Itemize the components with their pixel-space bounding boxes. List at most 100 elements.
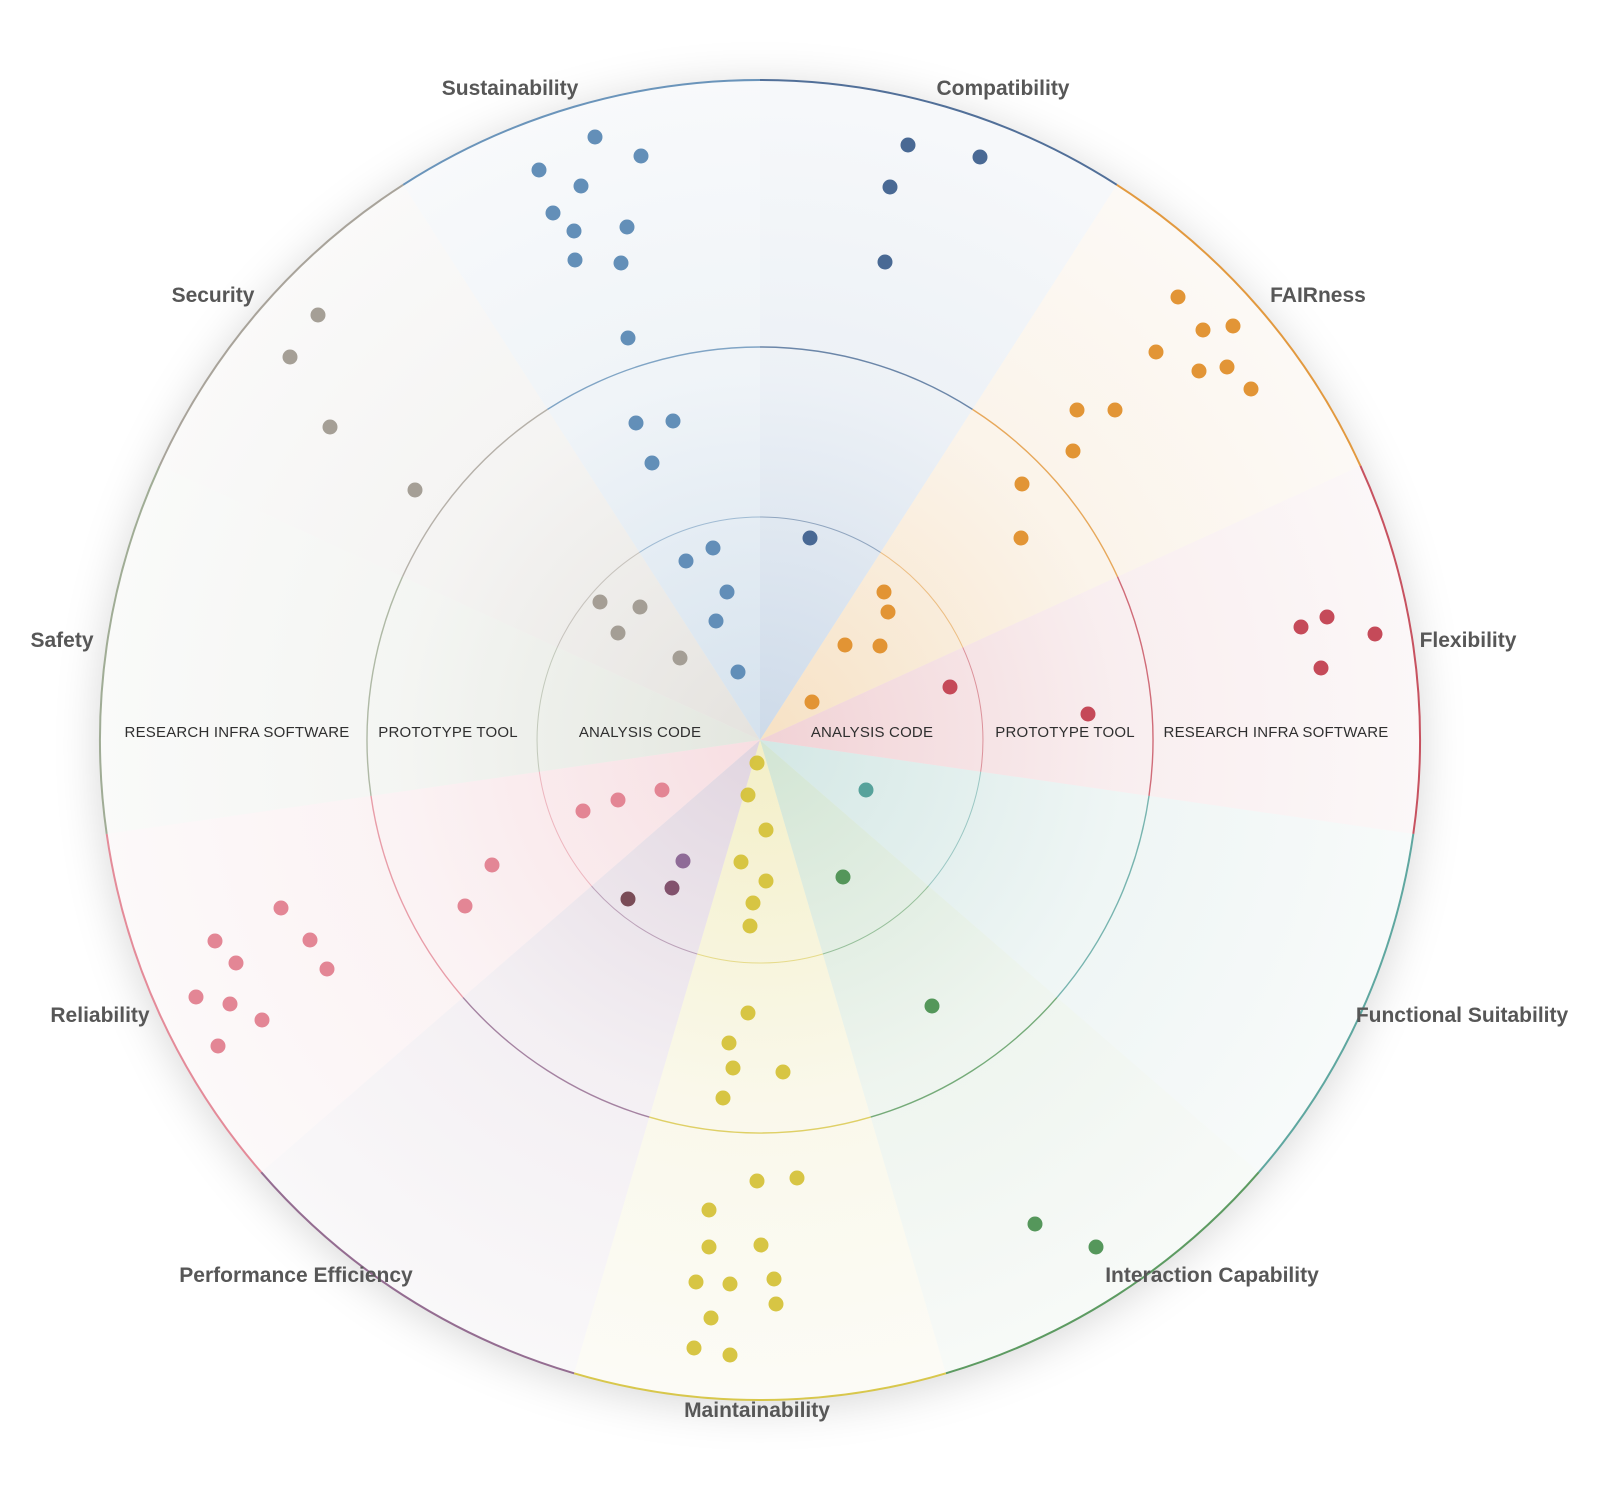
data-point-fairness [1219, 359, 1235, 375]
sector-label-safety: Safety [30, 629, 93, 652]
ring-arc-analysis-code-safety [536, 647, 558, 772]
data-point-flexibility [1367, 626, 1383, 642]
data-point-fairness [872, 638, 888, 654]
data-point-maintainability [721, 1035, 737, 1051]
data-point-interaction-capability [835, 869, 851, 885]
sector-label-fairness: FAIRness [1270, 284, 1366, 307]
sector-label-compatibility: Compatibility [936, 77, 1069, 100]
data-point-security [407, 482, 423, 498]
sector-label-functional-suitability: Functional Suitability [1356, 1004, 1569, 1027]
ring-arc-prototype-tool-flexibility [1116, 576, 1154, 796]
data-point-sustainability [587, 129, 603, 145]
data-point-reliability [610, 792, 626, 808]
sector-label-interaction-capability: Interaction Capability [1105, 1264, 1319, 1287]
ring-arc-analysis-code-functional-suitability [928, 771, 982, 887]
data-point-fairness [1170, 289, 1186, 305]
ring-arc-analysis-code-reliability [538, 771, 592, 887]
data-point-flexibility [1293, 619, 1309, 635]
data-point-fairness [1195, 322, 1211, 338]
data-point-security [632, 599, 648, 615]
data-point-reliability [222, 996, 238, 1012]
data-point-maintainability [749, 755, 765, 771]
ring-arc-analysis-code-maintainability [697, 953, 823, 964]
data-point-flexibility [1319, 609, 1335, 625]
data-point-maintainability [742, 918, 758, 934]
data-point-maintainability [789, 1170, 805, 1186]
sector-wedge-reliability [106, 740, 760, 1173]
data-point-maintainability [688, 1274, 704, 1290]
data-point-maintainability [745, 895, 761, 911]
sector-label-flexibility: Flexibility [1420, 629, 1517, 652]
data-point-fairness [1069, 402, 1085, 418]
sector-wedge-fairness [760, 184, 1361, 741]
data-point-reliability [273, 900, 289, 916]
ring-arc-analysis-code-fairness [880, 551, 964, 648]
ring-arc-prototype-tool-sustainability [547, 346, 761, 410]
data-point-security [592, 594, 608, 610]
data-point-reliability [654, 782, 670, 798]
ring-axis-label-right-analysis-code-0: ANALYSIS CODE [811, 724, 933, 741]
data-point-flexibility [1080, 706, 1096, 722]
data-point-maintainability [758, 873, 774, 889]
data-point-sustainability [633, 148, 649, 164]
data-point-fairness [1191, 363, 1207, 379]
data-point-compatibility [900, 137, 916, 153]
data-point-reliability [228, 955, 244, 971]
data-point-compatibility [972, 149, 988, 165]
ring-arc-prototype-tool-security [401, 408, 548, 577]
data-point-sustainability [628, 415, 644, 431]
data-point-compatibility [802, 530, 818, 546]
ring-arc-analysis-code-sustainability [639, 516, 761, 553]
data-point-reliability [484, 857, 500, 873]
data-point-security [672, 650, 688, 666]
sector-label-performance-efficiency: Performance Efficiency [179, 1264, 413, 1287]
data-point-sustainability [665, 413, 681, 429]
data-point-reliability [254, 1012, 270, 1028]
ring-arc-analysis-code-interaction-capability [822, 885, 929, 955]
data-point-interaction-capability [1027, 1216, 1043, 1232]
sector-wedge-interaction-capability [760, 740, 1259, 1374]
ring-arc-prototype-tool-safety [366, 576, 404, 796]
data-point-security [610, 625, 626, 641]
ring-arc-research-infra-software-maintainability [573, 1372, 947, 1402]
ring-arc-analysis-code-flexibility [962, 647, 984, 772]
data-point-maintainability [733, 854, 749, 870]
ring-arc-prototype-tool-performance-efficiency [462, 996, 650, 1118]
ring-arc-analysis-code-security [556, 551, 640, 648]
sector-label-security: Security [172, 284, 255, 307]
data-point-maintainability [740, 1005, 756, 1021]
data-point-performance-efficiency [664, 880, 680, 896]
sector-wedge-safety [99, 465, 761, 834]
data-point-performance-efficiency [620, 891, 636, 907]
data-point-maintainability [701, 1202, 717, 1218]
data-point-fairness [1225, 318, 1241, 334]
data-point-sustainability [644, 455, 660, 471]
data-point-sustainability [708, 613, 724, 629]
ring-arc-research-infra-software-functional-suitability [1258, 833, 1415, 1173]
ring-arc-research-infra-software-compatibility [759, 79, 1118, 186]
sector-wedge-maintainability [574, 740, 946, 1401]
data-point-fairness [1243, 381, 1259, 397]
data-point-sustainability [678, 553, 694, 569]
data-point-maintainability [768, 1296, 784, 1312]
data-point-maintainability [701, 1239, 717, 1255]
data-point-sustainability [613, 255, 629, 271]
data-point-interaction-capability [1088, 1239, 1104, 1255]
ring-arc-analysis-code-performance-efficiency [591, 885, 698, 955]
ring-arc-research-infra-software-fairness [1116, 183, 1362, 467]
data-point-compatibility [882, 179, 898, 195]
data-point-fairness [876, 584, 892, 600]
data-point-sustainability [705, 540, 721, 556]
ring-arc-prototype-tool-interaction-capability [870, 996, 1058, 1118]
data-point-sustainability [730, 664, 746, 680]
ring-arc-research-infra-software-sustainability [402, 79, 761, 186]
ring-arc-research-infra-software-flexibility [1359, 465, 1421, 835]
sector-wedge-compatibility [760, 80, 1117, 740]
ring-arc-prototype-tool-compatibility [759, 346, 973, 410]
ring-arc-research-infra-software-performance-efficiency [260, 1171, 575, 1375]
sector-label-reliability: Reliability [50, 1004, 150, 1027]
ring-arc-research-infra-software-security [158, 183, 404, 467]
data-point-security [282, 349, 298, 365]
data-point-sustainability [566, 223, 582, 239]
